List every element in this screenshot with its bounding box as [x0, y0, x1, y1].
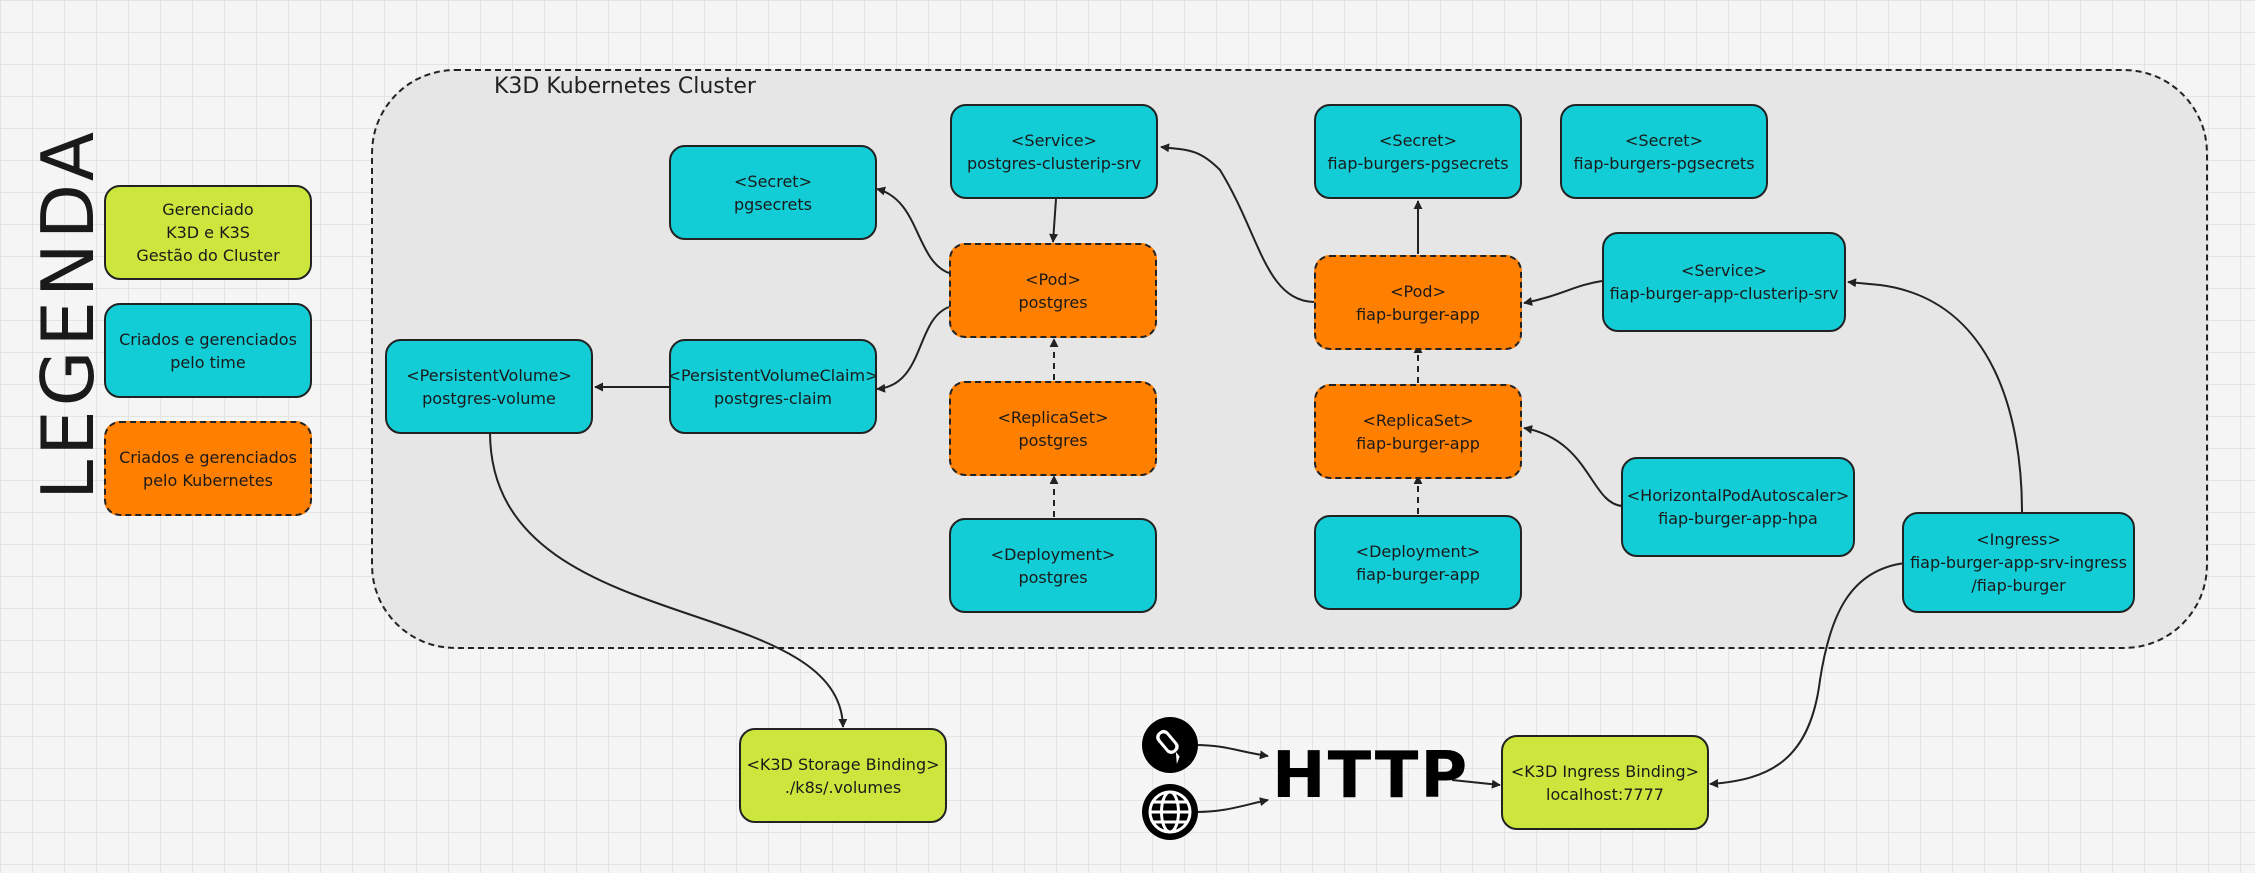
node-name: postgres-volume: [422, 388, 556, 408]
legend-line: Criados e gerenciados: [119, 447, 297, 467]
node-name: fiap-burger-app-clusterip-srv: [1609, 284, 1839, 303]
node-name: postgres: [1018, 292, 1088, 312]
node-kind: <K3D Ingress Binding>: [1510, 761, 1700, 781]
replicaset-app-node: <ReplicaSet> fiap-burger-app: [1314, 384, 1522, 479]
node-name: ./k8s/.volumes: [784, 777, 902, 797]
cluster-label: K3D Kubernetes Cluster: [494, 74, 756, 99]
node-kind: <Deployment>: [1355, 541, 1481, 561]
ingress-app-node: <Ingress> fiap-burger-app-srv-ingress /f…: [1902, 512, 2135, 613]
edge-postman-to-http: [1195, 744, 1269, 760]
edge-http-to-ingress-binding: [1451, 779, 1501, 789]
legend-line: pelo Kubernetes: [143, 470, 273, 490]
edge-pv-to-storage-binding: [489, 431, 848, 728]
node-kind: <PersistentVolume>: [406, 365, 572, 385]
edge-service-app-to-pod-app: [1523, 280, 1603, 306]
secret-app-node: <Secret> fiap-burgers-pgsecrets: [1314, 104, 1522, 199]
edge-hpa-to-rs-app: [1523, 425, 1623, 507]
legend-kubernetes-managed: Criados e gerenciados pelo Kubernetes: [104, 421, 312, 516]
edge-service-to-pod-pg: [1049, 198, 1059, 243]
node-name: postgres: [1018, 430, 1088, 450]
replicaset-postgres-node: <ReplicaSet> postgres: [949, 381, 1157, 476]
node-kind: <Service>: [1681, 261, 1767, 280]
node-name: fiap-burgers-pgsecrets: [1573, 153, 1755, 173]
node-kind: <Pod>: [1390, 281, 1446, 301]
persistentvolume-node: <PersistentVolume> postgres-volume: [385, 339, 593, 434]
node-name: localhost:7777: [1546, 784, 1664, 804]
service-app-node: <Service> fiap-burger-app-clusterip-srv: [1602, 232, 1846, 332]
legend-team-managed: Criados e gerenciados pelo time: [104, 303, 312, 398]
deployment-postgres-node: <Deployment> postgres: [949, 518, 1157, 613]
node-name: fiap-burger-app: [1356, 564, 1480, 584]
postman-icon: [1142, 717, 1198, 773]
pod-postgres-node: <Pod> postgres: [949, 243, 1157, 338]
node-kind: <Deployment>: [990, 544, 1116, 564]
persistentvolumeclaim-node: <PersistentVolumeClaim> postgres-claim: [667, 339, 879, 434]
node-name: fiap-burger-app: [1356, 304, 1480, 324]
node-kind: <Ingress>: [1976, 530, 2061, 549]
node-kind: <PersistentVolumeClaim>: [667, 365, 879, 385]
legend-line: Gestão do Cluster: [136, 246, 280, 265]
edge-ingress-binding-to-ingress: [1709, 562, 1906, 788]
legend-line: Criados e gerenciados: [119, 329, 297, 349]
node-name: fiap-burgers-pgsecrets: [1327, 153, 1509, 173]
edge-ingress-to-service-app: [1847, 278, 2023, 513]
node-name: fiap-burger-app-hpa: [1658, 509, 1818, 528]
legend-line: pelo time: [170, 352, 246, 372]
legend-k3d-managed: Gerenciado K3D e K3S Gestão do Cluster: [104, 185, 312, 280]
storage-binding-node: <K3D Storage Binding> ./k8s/.volumes: [739, 728, 947, 823]
legend-line: K3D e K3S: [166, 223, 250, 242]
secret-app-node-2: <Secret> fiap-burgers-pgsecrets: [1560, 104, 1768, 199]
node-kind: <Secret>: [1625, 130, 1703, 150]
http-label: HTTP: [1272, 739, 1470, 813]
node-kind: <ReplicaSet>: [1362, 410, 1474, 430]
hpa-app-node: <HorizontalPodAutoscaler> fiap-burger-ap…: [1621, 457, 1855, 557]
node-name: fiap-burger-app: [1356, 433, 1480, 453]
node-kind: <HorizontalPodAutoscaler>: [1626, 486, 1850, 505]
legend-line: Gerenciado: [162, 200, 254, 219]
deployment-app-node: <Deployment> fiap-burger-app: [1314, 515, 1522, 610]
ingress-binding-node: <K3D Ingress Binding> localhost:7777: [1501, 735, 1709, 830]
service-postgres-node: <Service> postgres-clusterip-srv: [950, 104, 1158, 199]
globe-icon: [1142, 784, 1198, 840]
node-name: fiap-burger-app-srv-ingress: [1910, 553, 2127, 572]
edge-pod-to-pvc-pg: [876, 306, 950, 393]
node-kind: <Secret>: [1379, 130, 1457, 150]
node-kind: <K3D Storage Binding>: [746, 754, 940, 774]
node-kind: <ReplicaSet>: [997, 407, 1109, 427]
node-kind: <Secret>: [734, 171, 812, 191]
node-name: postgres-clusterip-srv: [966, 153, 1142, 173]
node-name: postgres: [1018, 567, 1088, 587]
node-kind: <Pod>: [1025, 269, 1081, 289]
edge-pod-to-secret-pg: [876, 186, 950, 274]
pod-app-node: <Pod> fiap-burger-app: [1314, 255, 1522, 350]
edge-globe-to-http: [1195, 797, 1269, 813]
secret-pgsecrets-node: <Secret> pgsecrets: [669, 145, 877, 240]
node-name: postgres-claim: [714, 388, 832, 408]
node-name: pgsecrets: [734, 194, 812, 214]
node-kind: <Service>: [1011, 130, 1097, 150]
node-path: /fiap-burger: [1971, 576, 2066, 595]
edge-pod-app-to-service-pg: [1160, 143, 1315, 303]
